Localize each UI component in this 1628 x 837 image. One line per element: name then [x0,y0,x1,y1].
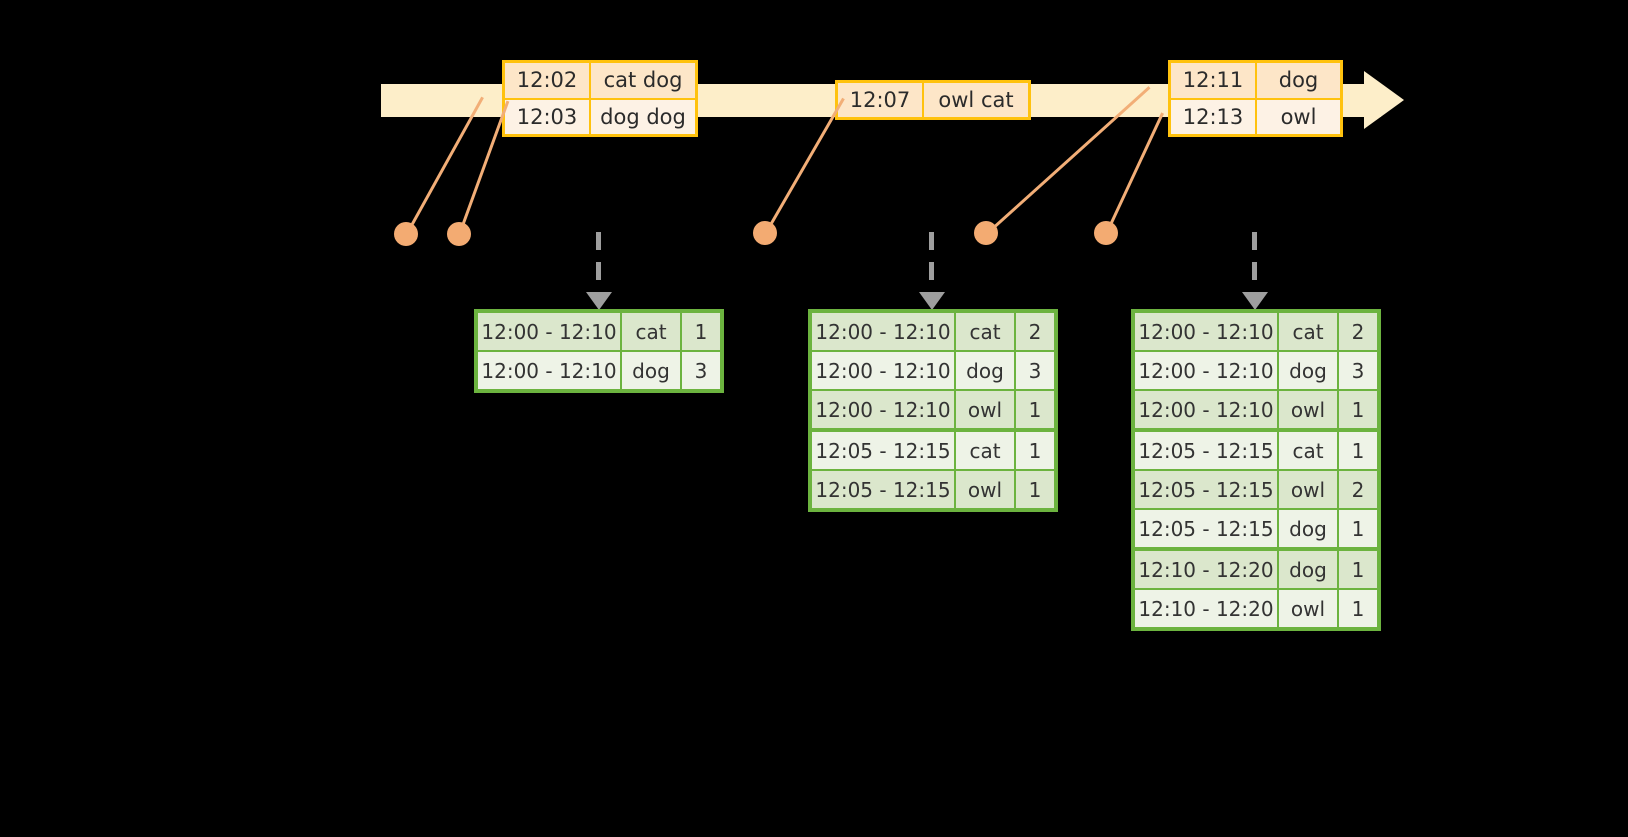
event-value: dog [1257,63,1340,98]
cell-window: 12:05 - 12:15 [1135,432,1279,469]
connector-line-2 [457,100,510,237]
cell-count: 1 [1339,432,1377,469]
event-value: owl cat [924,83,1028,117]
cell-key: owl [1279,590,1339,627]
cell-count: 3 [1339,352,1377,389]
cell-window: 12:05 - 12:15 [812,432,956,469]
cell-count: 1 [1016,471,1054,508]
cell-count: 1 [1339,510,1377,547]
cell-key: owl [1279,471,1339,508]
cell-window: 12:00 - 12:10 [478,352,622,389]
cell-window: 12:00 - 12:10 [1135,391,1279,428]
cell-count: 1 [1339,551,1377,588]
cell-key: dog [1279,352,1339,389]
cell-key: cat [956,313,1016,350]
cell-window: 12:05 - 12:15 [1135,471,1279,508]
event-time: 12:07 [838,83,924,117]
source-dot-1[interactable] [394,222,418,246]
event-row: 12:03 dog dog [505,97,695,134]
cell-key: cat [1279,313,1339,350]
connector-line-3 [763,97,845,236]
event-value: owl [1257,99,1340,134]
cell-key: dog [622,352,682,389]
cell-window: 12:00 - 12:10 [478,313,622,350]
cell-count: 1 [1339,590,1377,627]
event-row: 12:11 dog [1171,63,1340,98]
cell-window: 12:05 - 12:15 [1135,510,1279,547]
cell-window: 12:10 - 12:20 [1135,590,1279,627]
cell-window: 12:05 - 12:15 [812,471,956,508]
cell-key: cat [622,313,682,350]
cell-window: 12:00 - 12:10 [1135,313,1279,350]
cell-window: 12:10 - 12:20 [1135,551,1279,588]
cell-key: dog [1279,510,1339,547]
source-dot-3[interactable] [753,221,777,245]
flow-arrow-head-1 [586,292,612,310]
cell-window: 12:00 - 12:10 [812,313,956,350]
source-dot-4[interactable] [974,221,998,245]
cell-key: dog [1279,551,1339,588]
event-value: dog dog [591,99,695,134]
event-time: 12:13 [1171,99,1257,134]
connector-line-1 [404,96,484,237]
cell-count: 1 [1016,391,1054,428]
flow-arrow-shaft-2 [929,232,934,294]
cell-window: 12:00 - 12:10 [1135,352,1279,389]
event-box-1[interactable]: 12:02 cat dog 12:03 dog dog [502,60,698,137]
cell-window: 12:00 - 12:10 [812,352,956,389]
cell-key: owl [1279,391,1339,428]
flow-arrow-shaft-3 [1252,232,1257,294]
cell-count: 1 [682,313,720,350]
cell-count: 2 [1016,313,1054,350]
event-box-2[interactable]: 12:07 owl cat [835,80,1031,120]
cell-key: owl [956,391,1016,428]
event-row: 12:13 owl [1171,97,1340,134]
flow-arrow-head-3 [1242,292,1268,310]
event-time: 12:11 [1171,63,1257,98]
cell-key: cat [1279,432,1339,469]
source-dot-2[interactable] [447,222,471,246]
cell-key: owl [956,471,1016,508]
cell-count: 2 [1339,313,1377,350]
timeline-arrowhead [1364,71,1404,129]
event-row: 12:07 owl cat [838,83,1028,117]
cell-window: 12:00 - 12:10 [812,391,956,428]
event-value: cat dog [591,63,695,98]
cell-key: cat [956,432,1016,469]
cell-count: 3 [682,352,720,389]
cell-key: dog [956,352,1016,389]
event-time: 12:02 [505,63,591,98]
cell-count: 2 [1339,471,1377,508]
event-time: 12:03 [505,99,591,134]
event-row: 12:02 cat dog [505,63,695,98]
cell-count: 3 [1016,352,1054,389]
flow-arrow-head-2 [919,292,945,310]
cell-count: 1 [1339,391,1377,428]
connector-line-5 [1104,112,1164,236]
flow-arrow-shaft-1 [596,232,601,294]
source-dot-5[interactable] [1094,221,1118,245]
event-box-3[interactable]: 12:11 dog 12:13 owl [1168,60,1343,137]
cell-count: 1 [1016,432,1054,469]
